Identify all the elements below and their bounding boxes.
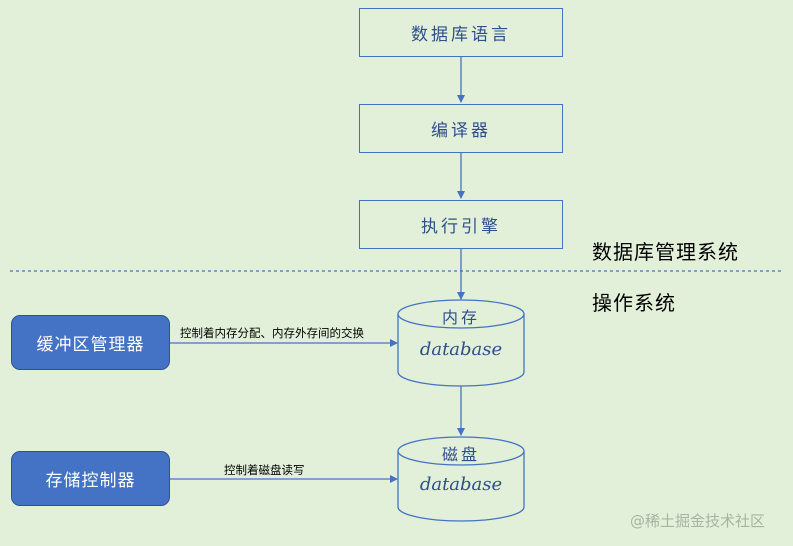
region-label-dbms: 数据库管理系统 [592, 240, 739, 264]
memory-cylinder [397, 299, 525, 387]
node-buffer-manager: 缓冲区管理器 [11, 315, 170, 370]
memory-cylinder-title: 内存 [441, 308, 480, 327]
disk-cylinder-title: 磁盘 [441, 445, 480, 464]
node-buffer-manager-label: 缓冲区管理器 [36, 335, 145, 355]
memory-cylinder-database-label: database [419, 339, 503, 360]
node-db-language: 数据库语言 [359, 8, 563, 57]
node-db-language-label: 数据库语言 [411, 25, 511, 45]
edge-label-buffer-to-memory: 控制着内存分配、内存外存间的交换 [180, 326, 364, 340]
node-compiler-label: 编译器 [431, 121, 491, 141]
disk-cylinder-database-label: database [419, 474, 503, 495]
node-execution-engine: 执行引擎 [359, 200, 563, 249]
region-label-os: 操作系统 [592, 291, 676, 315]
node-storage-controller: 存储控制器 [11, 451, 170, 506]
node-compiler: 编译器 [359, 104, 563, 153]
node-storage-controller-label: 存储控制器 [45, 471, 136, 491]
disk-cylinder [397, 436, 525, 522]
watermark: @稀土掘金技术社区 [630, 512, 766, 530]
node-execution-engine-label: 执行引擎 [421, 217, 501, 237]
edge-label-storage-to-disk: 控制着磁盘读写 [224, 463, 305, 477]
